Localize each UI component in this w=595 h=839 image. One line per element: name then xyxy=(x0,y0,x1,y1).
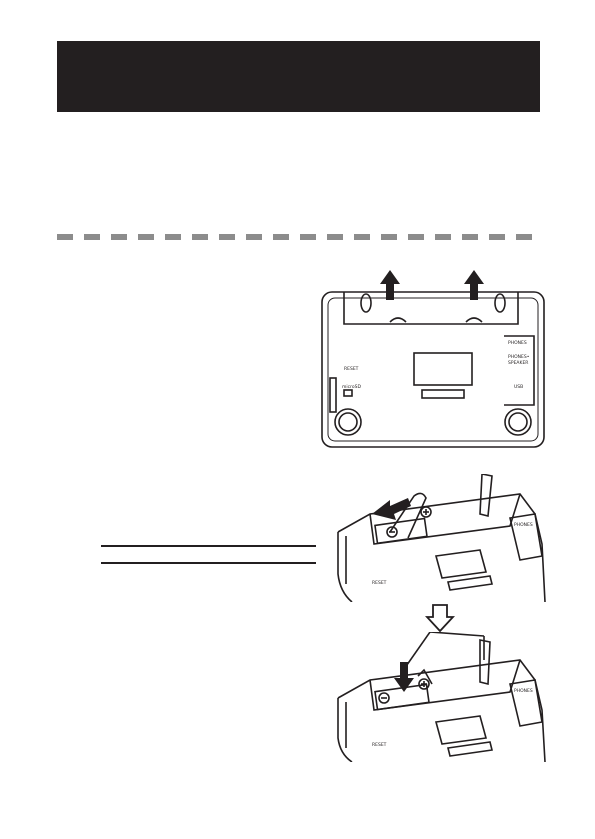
battery-cover xyxy=(343,292,519,325)
device-body xyxy=(337,493,546,602)
foot-left xyxy=(334,408,362,436)
label-plate xyxy=(413,352,473,386)
device-body xyxy=(337,659,546,762)
up-arrows xyxy=(380,270,484,300)
phones-top-label: PHONES xyxy=(508,340,527,346)
left-arrow-icon xyxy=(372,498,411,520)
battery-removal-illustration: PHONES RESET xyxy=(337,474,546,602)
device-body xyxy=(321,291,545,448)
up-arrow-icon xyxy=(380,270,400,300)
down-arrow-icon xyxy=(394,662,414,692)
reset-label: RESET xyxy=(372,580,387,586)
table-rule-top xyxy=(101,545,316,547)
reset-label: RESET xyxy=(344,366,359,372)
section-title-bar xyxy=(57,41,540,112)
table-rule-bottom xyxy=(101,562,316,564)
usb-label: USB xyxy=(514,384,523,390)
phones-label: PHONES xyxy=(514,522,533,528)
battery-insertion-illustration: PHONES RESET xyxy=(337,632,546,762)
speaker-label: SPEAKER xyxy=(508,360,528,366)
reset-label: RESET xyxy=(372,742,387,748)
battery xyxy=(378,692,390,704)
phones-mid-label: PHONES• xyxy=(508,354,529,360)
battery xyxy=(389,492,427,539)
up-arrow-icon xyxy=(464,270,484,300)
dashed-divider xyxy=(57,234,540,240)
device-back-illustration: PHONES PHONES• SPEAKER USB RESET microSD xyxy=(321,270,545,448)
down-arrow-icon xyxy=(425,604,455,633)
next-step-arrow xyxy=(425,604,455,633)
phones-label: PHONES xyxy=(514,688,533,694)
microsd-label: microSD xyxy=(342,384,361,390)
jack-panel xyxy=(504,335,535,406)
foot-right xyxy=(504,408,532,436)
